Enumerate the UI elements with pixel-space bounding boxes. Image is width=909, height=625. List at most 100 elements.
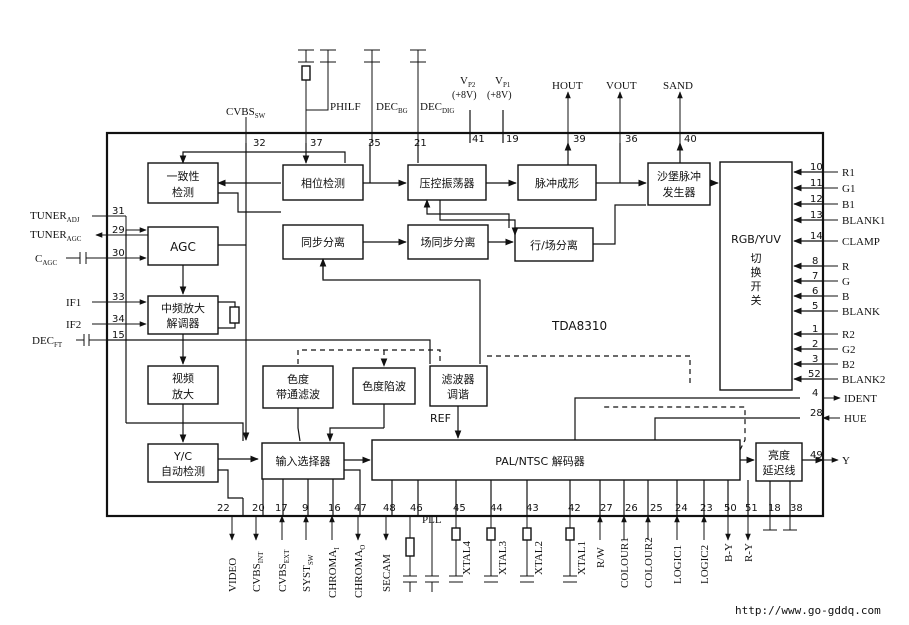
block-h-v-separator: 行/场分离 <box>514 227 594 262</box>
svg-text:BLANK1: BLANK1 <box>842 215 885 227</box>
label-xtal4: XTAL4 <box>461 541 473 575</box>
label-c-agc: CAGC <box>35 253 57 267</box>
label-b-y: B-Y <box>723 543 735 562</box>
block-yc-auto-detect: Y/C 自动检测 <box>147 443 219 483</box>
left-signal-labels: TUNERADJ TUNERAGC CAGC IF1 IF2 DECFT <box>30 210 82 349</box>
label-video: VIDEO <box>227 558 239 592</box>
label-colour1: COLOUR1 <box>619 537 631 588</box>
svg-text:发生器: 发生器 <box>663 185 696 199</box>
svg-text:G2: G2 <box>842 344 855 356</box>
svg-text:Y/C: Y/C <box>173 450 192 463</box>
svg-text:16: 16 <box>328 503 341 514</box>
label-hout: HOUT <box>552 80 583 92</box>
svg-text:12: 12 <box>810 194 823 205</box>
svg-text:39: 39 <box>573 134 586 145</box>
svg-text:44: 44 <box>490 503 503 514</box>
label-vp2: VP2 <box>460 75 476 89</box>
svg-text:R: R <box>842 261 850 273</box>
block-if-amp-demodulator: 中频放大 解调器 <box>147 295 219 335</box>
label-cvbs-sw: CVBSSW <box>226 106 266 120</box>
svg-text:中频放大: 中频放大 <box>161 301 205 315</box>
svg-text:29: 29 <box>112 225 125 236</box>
svg-text:3: 3 <box>812 354 818 365</box>
svg-text:一致性: 一致性 <box>167 169 200 183</box>
svg-text:40: 40 <box>684 134 697 145</box>
svg-text:HUE: HUE <box>844 413 867 425</box>
svg-text:48: 48 <box>383 503 396 514</box>
svg-text:26: 26 <box>625 503 638 514</box>
svg-text:IDENT: IDENT <box>844 393 877 405</box>
block-chroma-trap: 色度陷波 <box>352 367 416 405</box>
svg-text:15: 15 <box>112 330 125 341</box>
external-wiring <box>66 49 841 592</box>
label-chroma-o: CHROMAO <box>353 545 367 598</box>
svg-text:自动检测: 自动检测 <box>161 464 205 478</box>
svg-text:8: 8 <box>812 256 818 267</box>
block-consistency-detect: 一致性 检测 <box>147 162 219 204</box>
block-sandcastle-generator: 沙堡脉冲 发生器 <box>647 162 711 206</box>
label-colour2: COLOUR2 <box>643 537 655 588</box>
svg-text:2: 2 <box>812 339 818 350</box>
label-sand: SAND <box>663 80 693 92</box>
label-tuner-agc: TUNERAGC <box>30 229 82 243</box>
label-if1: IF1 <box>66 297 81 309</box>
block-video-amp: 视频 放大 <box>147 365 219 405</box>
svg-text:R1: R1 <box>842 167 855 179</box>
svg-text:52: 52 <box>808 369 821 380</box>
pll-label: PLL <box>422 514 442 526</box>
svg-text:46: 46 <box>410 503 423 514</box>
svg-text:24: 24 <box>675 503 688 514</box>
svg-text:30: 30 <box>112 248 125 259</box>
label-dec-dig: DECDIG <box>420 101 454 115</box>
block-phase-detect: 相位检测 <box>282 164 364 201</box>
svg-text:色度: 色度 <box>287 372 309 386</box>
svg-text:49: 49 <box>810 450 823 461</box>
svg-text:视频: 视频 <box>172 371 194 385</box>
block-rgb-yuv-switch: RGB/YUV 切 换 开 关 <box>719 161 793 391</box>
label-logic1: LOGIC1 <box>672 545 684 584</box>
svg-text:开: 开 <box>751 280 762 293</box>
svg-text:压控振荡器: 压控振荡器 <box>420 176 475 190</box>
label-philf: PHILF <box>330 101 361 113</box>
svg-text:37: 37 <box>310 138 323 149</box>
label-logic2: LOGIC2 <box>699 545 711 584</box>
svg-text:检测: 检测 <box>172 185 194 199</box>
svg-text:切: 切 <box>751 252 762 265</box>
svg-text:延迟线: 延迟线 <box>763 463 796 477</box>
svg-text:33: 33 <box>112 292 125 303</box>
block-sync-separator: 同步分离 <box>282 224 364 260</box>
svg-text:色度陷波: 色度陷波 <box>362 379 406 393</box>
svg-text:R2: R2 <box>842 329 855 341</box>
internal-wiring <box>107 110 824 516</box>
svg-text:32: 32 <box>253 138 266 149</box>
svg-text:输入选择器: 输入选择器 <box>276 454 331 468</box>
svg-text:滤波器: 滤波器 <box>442 373 475 386</box>
label-r-y: R-Y <box>743 543 755 562</box>
label-xtal2: XTAL2 <box>533 541 545 575</box>
block-agc: AGC <box>147 226 219 266</box>
top-signal-labels: CVBSSW PHILF DECBG DECDIG VP2 (+8V) VP1 … <box>226 75 693 120</box>
svg-text:BLANK2: BLANK2 <box>842 374 885 386</box>
svg-text:沙堡脉冲: 沙堡脉冲 <box>657 169 701 183</box>
svg-text:关: 关 <box>751 293 762 307</box>
svg-text:B1: B1 <box>842 199 855 211</box>
svg-text:6: 6 <box>812 286 818 297</box>
svg-text:19: 19 <box>506 134 519 145</box>
svg-text:34: 34 <box>112 314 125 325</box>
svg-text:G: G <box>842 276 850 288</box>
chip-name: TDA8310 <box>551 319 607 333</box>
svg-text:1: 1 <box>812 324 818 335</box>
block-luma-delay: 亮度 延迟线 <box>755 442 803 482</box>
label-if2: IF2 <box>66 319 81 331</box>
svg-text:25: 25 <box>650 503 663 514</box>
block-pal-ntsc-decoder: PAL/NTSC 解码器 <box>371 439 741 481</box>
svg-text:B2: B2 <box>842 359 855 371</box>
svg-text:27: 27 <box>600 503 613 514</box>
svg-text:亮度: 亮度 <box>768 448 790 462</box>
label-vout: VOUT <box>606 80 637 92</box>
svg-text:11: 11 <box>810 178 823 189</box>
svg-text:同步分离: 同步分离 <box>301 235 345 249</box>
label-syst-sw: SYSTSW <box>301 554 315 592</box>
label-secam: SECAM <box>381 554 393 592</box>
